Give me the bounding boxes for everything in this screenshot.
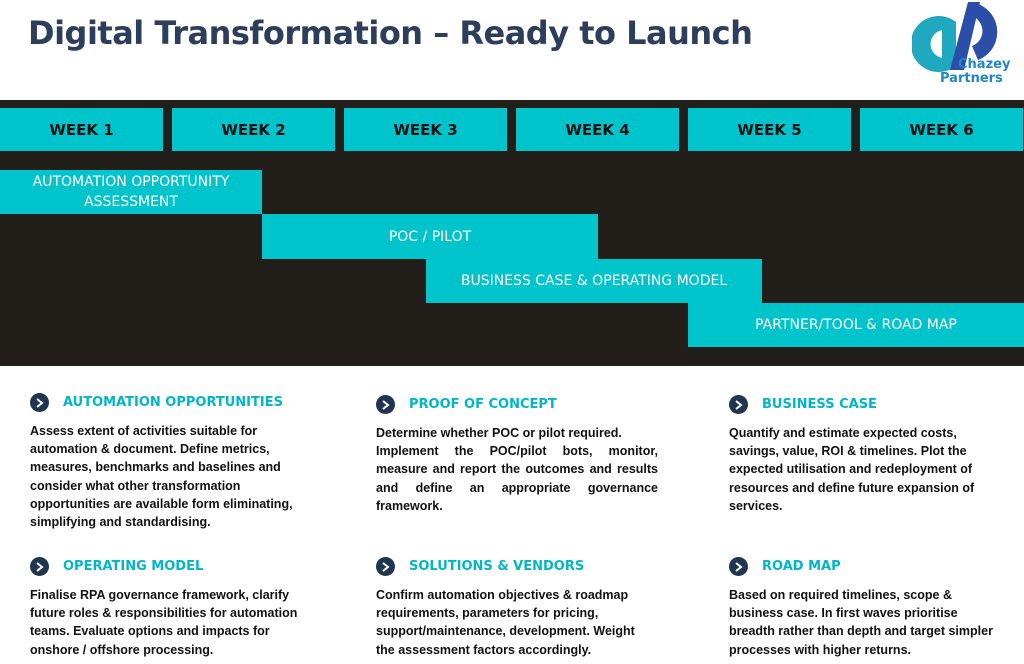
week-2-header: WEEK 2 — [172, 108, 335, 151]
week-1-header: WEEK 1 — [0, 108, 163, 151]
chevron-right-icon — [30, 393, 49, 412]
chevron-right-icon — [30, 557, 49, 576]
card-body: Based on required timelines, scope & bus… — [729, 588, 993, 657]
chazey-logo-icon — [912, 2, 998, 72]
chevron-right-icon — [376, 557, 395, 576]
card-title: SOLUTIONS & VENDORS — [409, 559, 585, 574]
chevron-right-icon — [729, 395, 748, 414]
logo-line-2: Partners — [940, 71, 1003, 86]
page-title: Digital Transformation – Ready to Launch — [28, 14, 753, 52]
chevron-right-icon — [729, 557, 748, 576]
week-5-header: WEEK 5 — [688, 108, 851, 151]
card-title: ROAD MAP — [762, 559, 841, 574]
card-body: Determine whether POC or pilot required.… — [376, 424, 658, 515]
phase-poc-pilot: POC / PILOT — [262, 214, 598, 259]
card-line: Determine whether POC or pilot required. — [376, 426, 622, 440]
card-body: Confirm automation objectives & roadmap … — [376, 588, 635, 657]
phase-automation-assessment: AUTOMATION OPPORTUNITY ASSESSMENT — [0, 170, 262, 214]
chevron-right-icon — [376, 395, 395, 414]
logo-line-1: Chazey — [958, 57, 1011, 72]
phase-line-2: ASSESSMENT — [84, 194, 178, 210]
card-body: Assess extent of activities suitable for… — [30, 424, 293, 530]
card-title: OPERATING MODEL — [63, 559, 204, 574]
phase-line-1: AUTOMATION OPPORTUNITY — [32, 174, 230, 190]
card-body: Quantify and estimate expected costs, sa… — [729, 426, 975, 513]
card-body: Finalise RPA governance framework, clari… — [30, 588, 298, 657]
phase-business-case: BUSINESS CASE & OPERATING MODEL — [426, 259, 762, 303]
card-title: BUSINESS CASE — [762, 397, 877, 412]
card-title: AUTOMATION OPPORTUNITIES — [63, 395, 283, 410]
week-3-header: WEEK 3 — [344, 108, 507, 151]
card-paragraph: Implement the POC/pilot bots, monitor, m… — [376, 444, 658, 513]
phase-partner-roadmap: PARTNER/TOOL & ROAD MAP — [688, 303, 1024, 347]
logo-text: Chazey Partners — [940, 58, 1020, 86]
card-title: PROOF OF CONCEPT — [409, 397, 557, 412]
week-6-header: WEEK 6 — [860, 108, 1023, 151]
week-4-header: WEEK 4 — [516, 108, 679, 151]
